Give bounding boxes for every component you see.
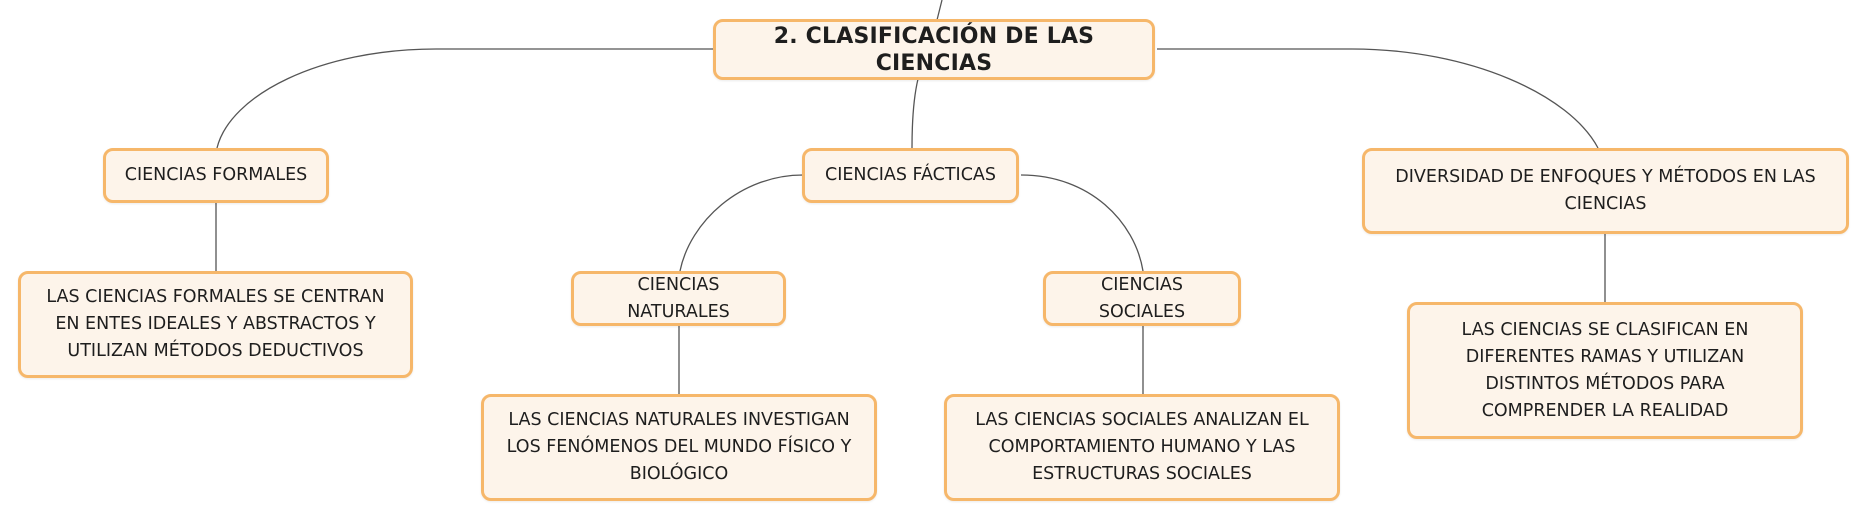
root-node[interactable]: 2. CLASIFICACIÓN DE LAS CIENCIAS xyxy=(713,19,1155,80)
connector-facticas-to-naturales xyxy=(679,174,804,272)
node-naturales-description[interactable]: LAS CIENCIAS NATURALES INVESTIGAN LOS FE… xyxy=(481,394,877,501)
node-ciencias-facticas[interactable]: CIENCIAS FÁCTICAS xyxy=(802,148,1019,203)
node-ciencias-formales[interactable]: CIENCIAS FORMALES xyxy=(103,148,329,203)
connector-root-to-formales xyxy=(216,48,716,149)
node-diversidad-description[interactable]: LAS CIENCIAS SE CLASIFICAN EN DIFERENTES… xyxy=(1407,302,1803,439)
connector-facticas-to-sociales xyxy=(1020,174,1144,272)
connector-root-to-facticas xyxy=(911,78,919,149)
connector-root-to-diversidad xyxy=(1157,48,1599,149)
node-ciencias-naturales[interactable]: CIENCIAS NATURALES xyxy=(571,271,786,326)
node-sociales-description[interactable]: LAS CIENCIAS SOCIALES ANALIZAN EL COMPOR… xyxy=(944,394,1340,501)
connector-parent-to-root xyxy=(936,0,943,21)
node-ciencias-sociales[interactable]: CIENCIAS SOCIALES xyxy=(1043,271,1241,326)
node-formales-description[interactable]: LAS CIENCIAS FORMALES SE CENTRAN EN ENTE… xyxy=(18,271,413,378)
node-diversidad-enfoques[interactable]: DIVERSIDAD DE ENFOQUES Y MÉTODOS EN LAS … xyxy=(1362,148,1849,234)
